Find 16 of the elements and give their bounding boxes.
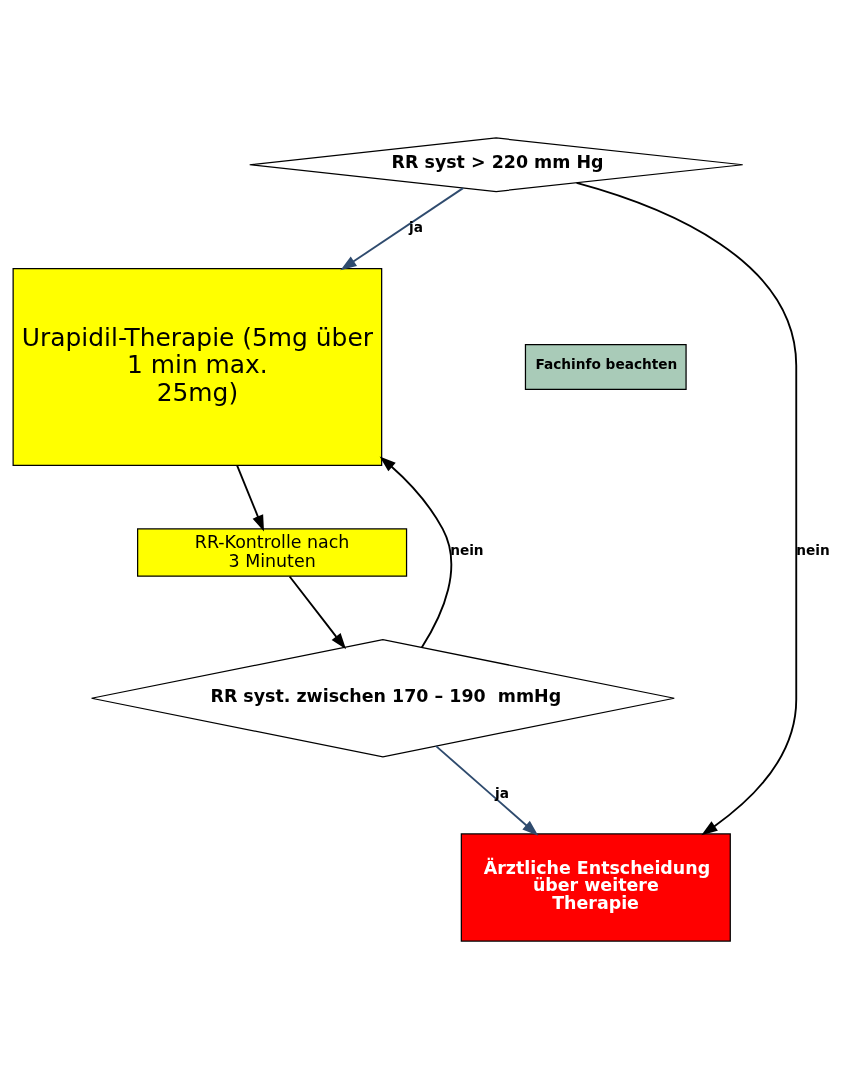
edge-label: ja bbox=[409, 218, 423, 235]
node-box: RR-Kontrolle nach 3 Minuten bbox=[137, 527, 408, 577]
arrow bbox=[379, 456, 453, 648]
edge-label: ja bbox=[494, 784, 509, 801]
node-diamond: RR syst > 220 mm Hg bbox=[249, 136, 744, 192]
arrow bbox=[236, 464, 265, 531]
arrow bbox=[575, 181, 798, 835]
arrow bbox=[340, 186, 464, 270]
edge-label: nein bbox=[796, 541, 830, 558]
node-box: Fachinfo beachten bbox=[524, 343, 687, 390]
node-box: Urapidil-Therapie (5mg über 1 min max. 25mg) bbox=[12, 267, 383, 466]
node-box: Ärztliche Entscheidung über weitere Therapie bbox=[460, 832, 731, 942]
edge-label: nein bbox=[450, 541, 484, 558]
node-diamond: RR syst. zwischen 170 – 190 mmHg bbox=[90, 638, 675, 757]
arrow bbox=[288, 575, 347, 649]
arrow bbox=[435, 744, 539, 836]
